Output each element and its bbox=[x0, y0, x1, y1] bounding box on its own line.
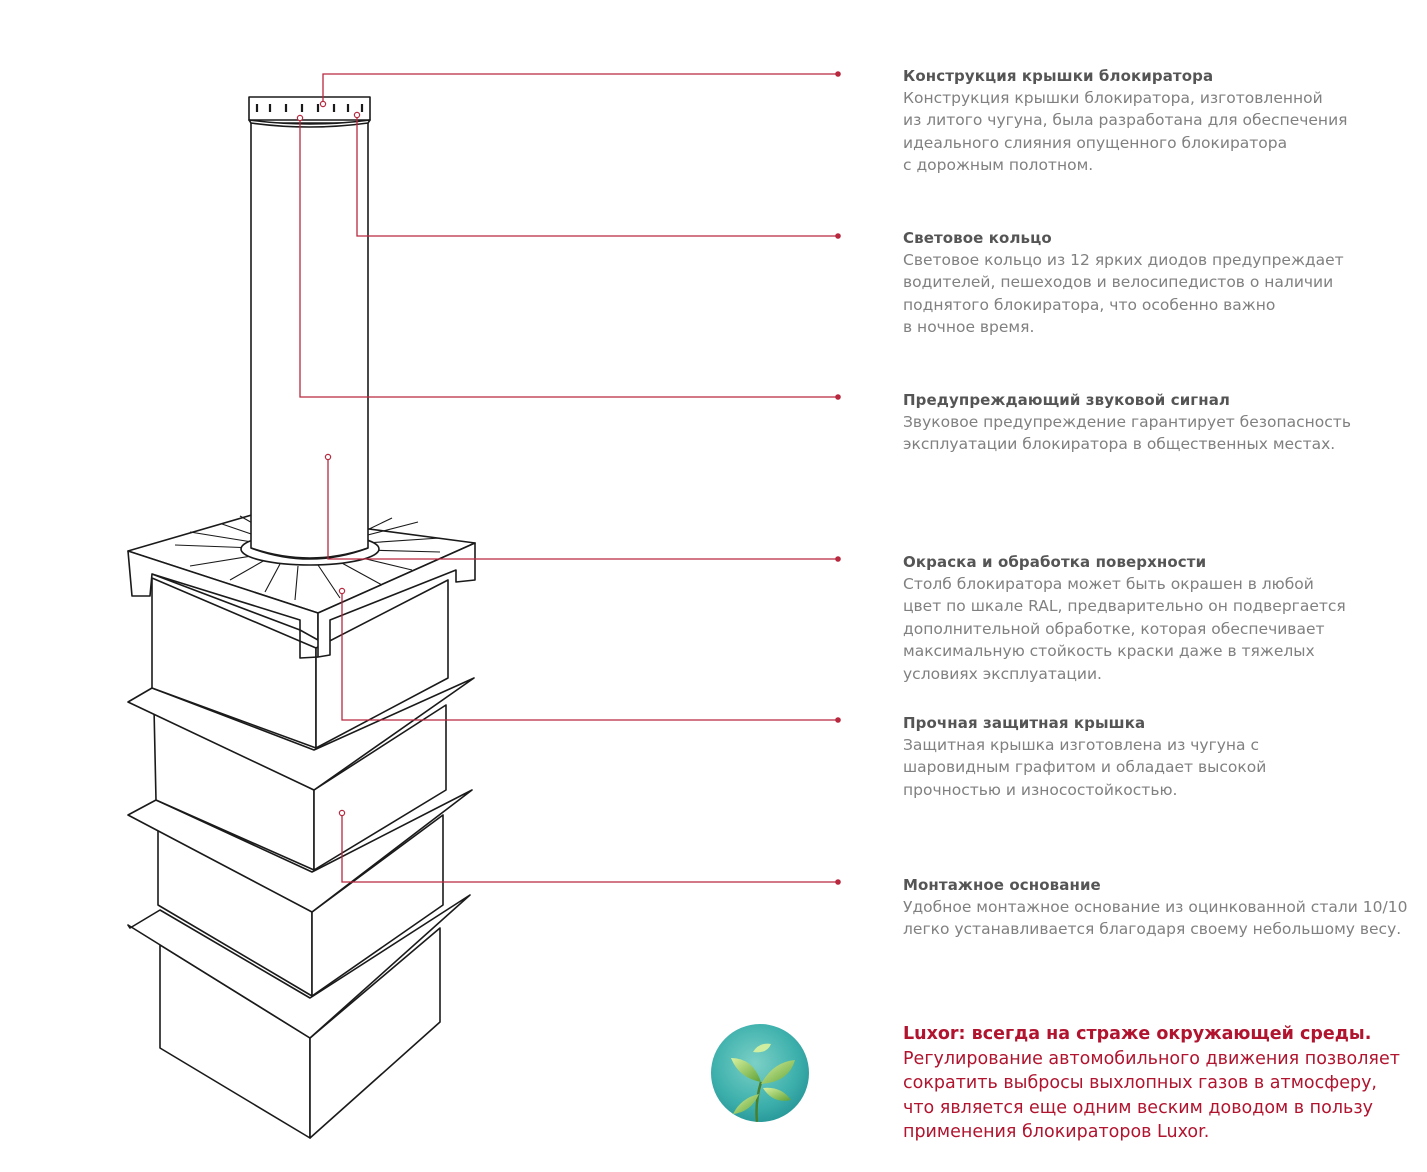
leader-line-protective-cover bbox=[341, 592, 838, 721]
leader-start-dot bbox=[319, 100, 327, 108]
leader-line-mounting-base bbox=[341, 814, 838, 883]
callout-title: Световое кольцо bbox=[903, 229, 1052, 247]
callout-mounting-base: Монтажное основание Удобное монтажное ос… bbox=[903, 874, 1413, 941]
base-section-upper bbox=[127, 677, 475, 871]
leader-lines bbox=[299, 73, 838, 883]
leader-start-dot bbox=[353, 111, 361, 119]
leader-start-dot bbox=[338, 587, 346, 595]
callout-sound-signal: Предупреждающий звуковой сигнал Звуковое… bbox=[903, 389, 1413, 456]
eco-text: Регулирование автомобильного движения по… bbox=[903, 1049, 1400, 1143]
leader-line-painting bbox=[327, 458, 838, 560]
leader-line-cover-design bbox=[322, 73, 838, 104]
leader-line-light-ring bbox=[356, 115, 838, 237]
callout-text: Столб блокиратора может быть окрашен в л… bbox=[903, 575, 1346, 683]
callout-light-ring: Световое кольцо Световое кольцо из 12 яр… bbox=[903, 227, 1413, 339]
callout-title: Окраска и обработка поверхности bbox=[903, 553, 1207, 571]
callout-text: Конструкция крышки блокиратора, изготовл… bbox=[903, 89, 1348, 175]
leader-line-sound-signal bbox=[299, 118, 838, 398]
leader-end-dot bbox=[835, 556, 841, 562]
callout-title: Предупреждающий звуковой сигнал bbox=[903, 391, 1231, 409]
leader-end-dot bbox=[835, 233, 841, 239]
leader-end-dot bbox=[835, 394, 841, 400]
callout-cover-design: Конструкция крышки блокиратора Конструкц… bbox=[903, 65, 1413, 177]
callout-title: Монтажное основание bbox=[903, 876, 1101, 894]
eco-title: Luxor: всегда на страже окружающей среды… bbox=[903, 1024, 1372, 1044]
base-section-top bbox=[151, 577, 449, 749]
callout-title: Прочная защитная крышка bbox=[903, 714, 1146, 732]
callout-painting: Окраска и обработка поверхности Столб бл… bbox=[903, 551, 1413, 685]
callout-title: Конструкция крышки блокиратора bbox=[903, 67, 1214, 85]
leader-start-dot bbox=[338, 809, 346, 817]
base-section-bottom bbox=[127, 894, 471, 1139]
leader-markers bbox=[296, 71, 841, 885]
base-section-lower bbox=[127, 789, 473, 997]
callout-protective-cover: Прочная защитная крышка Защитная крышка … bbox=[903, 712, 1413, 801]
leader-start-dot bbox=[296, 114, 304, 122]
callout-text: Световое кольцо из 12 ярких диодов преду… bbox=[903, 251, 1344, 337]
leaf-icon bbox=[711, 1024, 809, 1122]
bollard-post bbox=[248, 96, 371, 560]
leader-start-dot bbox=[324, 453, 332, 461]
callout-text: Защитная крышка изготовлена из чугуна с … bbox=[903, 736, 1267, 799]
eco-statement: Luxor: всегда на страже окружающей среды… bbox=[903, 1021, 1418, 1145]
bollard-illustration bbox=[127, 96, 476, 1139]
callout-text: Удобное монтажное основание из оцинкован… bbox=[903, 898, 1408, 939]
leader-end-dot bbox=[835, 717, 841, 723]
callout-text: Звуковое предупреждение гарантирует безо… bbox=[903, 413, 1351, 454]
protective-cover bbox=[127, 513, 476, 659]
leader-end-dot bbox=[835, 879, 841, 885]
leader-end-dot bbox=[835, 71, 841, 77]
